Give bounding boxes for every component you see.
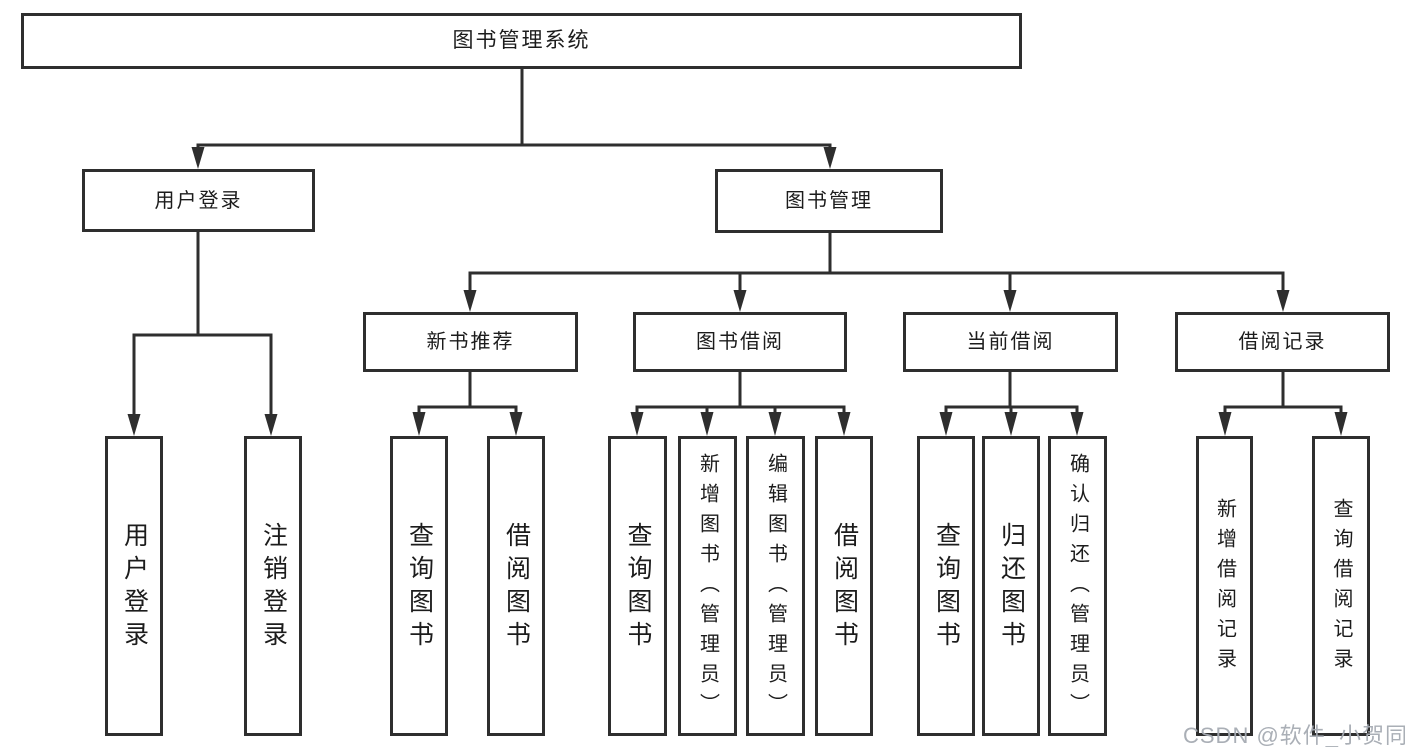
csdn-watermark: CSDN @软件_小贺同学: [1183, 723, 1405, 747]
node-current-borrowing: 当前借阅: [903, 312, 1118, 372]
node-new-book-recommend: 新书推荐: [363, 312, 578, 372]
leaf-query-books: 查询图书: [608, 436, 667, 736]
leaf-add-books-admin: 新增图书（管理员）: [678, 436, 737, 736]
leaf-confirm-return-admin: 确认归还（管理员）: [1048, 436, 1107, 736]
leaf-logout: 注销登录: [244, 436, 302, 736]
node-user-login-module: 用户登录: [82, 169, 315, 232]
leaf-query-borrow-record: 查询借阅记录: [1312, 436, 1370, 736]
node-borrowing-records: 借阅记录: [1175, 312, 1390, 372]
leaf-user-login: 用户登录: [105, 436, 163, 736]
leaf-edit-books-admin: 编辑图书（管理员）: [746, 436, 805, 736]
leaf-borrow-books: 借阅图书: [815, 436, 873, 736]
node-system-root: 图书管理系统: [21, 13, 1022, 69]
node-book-borrowing: 图书借阅: [633, 312, 847, 372]
leaf-query-books-current: 查询图书: [917, 436, 975, 736]
leaf-query-books-recommend: 查询图书: [390, 436, 448, 736]
leaf-borrow-books-recommend: 借阅图书: [487, 436, 545, 736]
node-book-management-module: 图书管理: [715, 169, 943, 233]
leaf-return-books: 归还图书: [982, 436, 1040, 736]
leaf-add-borrow-record: 新增借阅记录: [1196, 436, 1253, 736]
